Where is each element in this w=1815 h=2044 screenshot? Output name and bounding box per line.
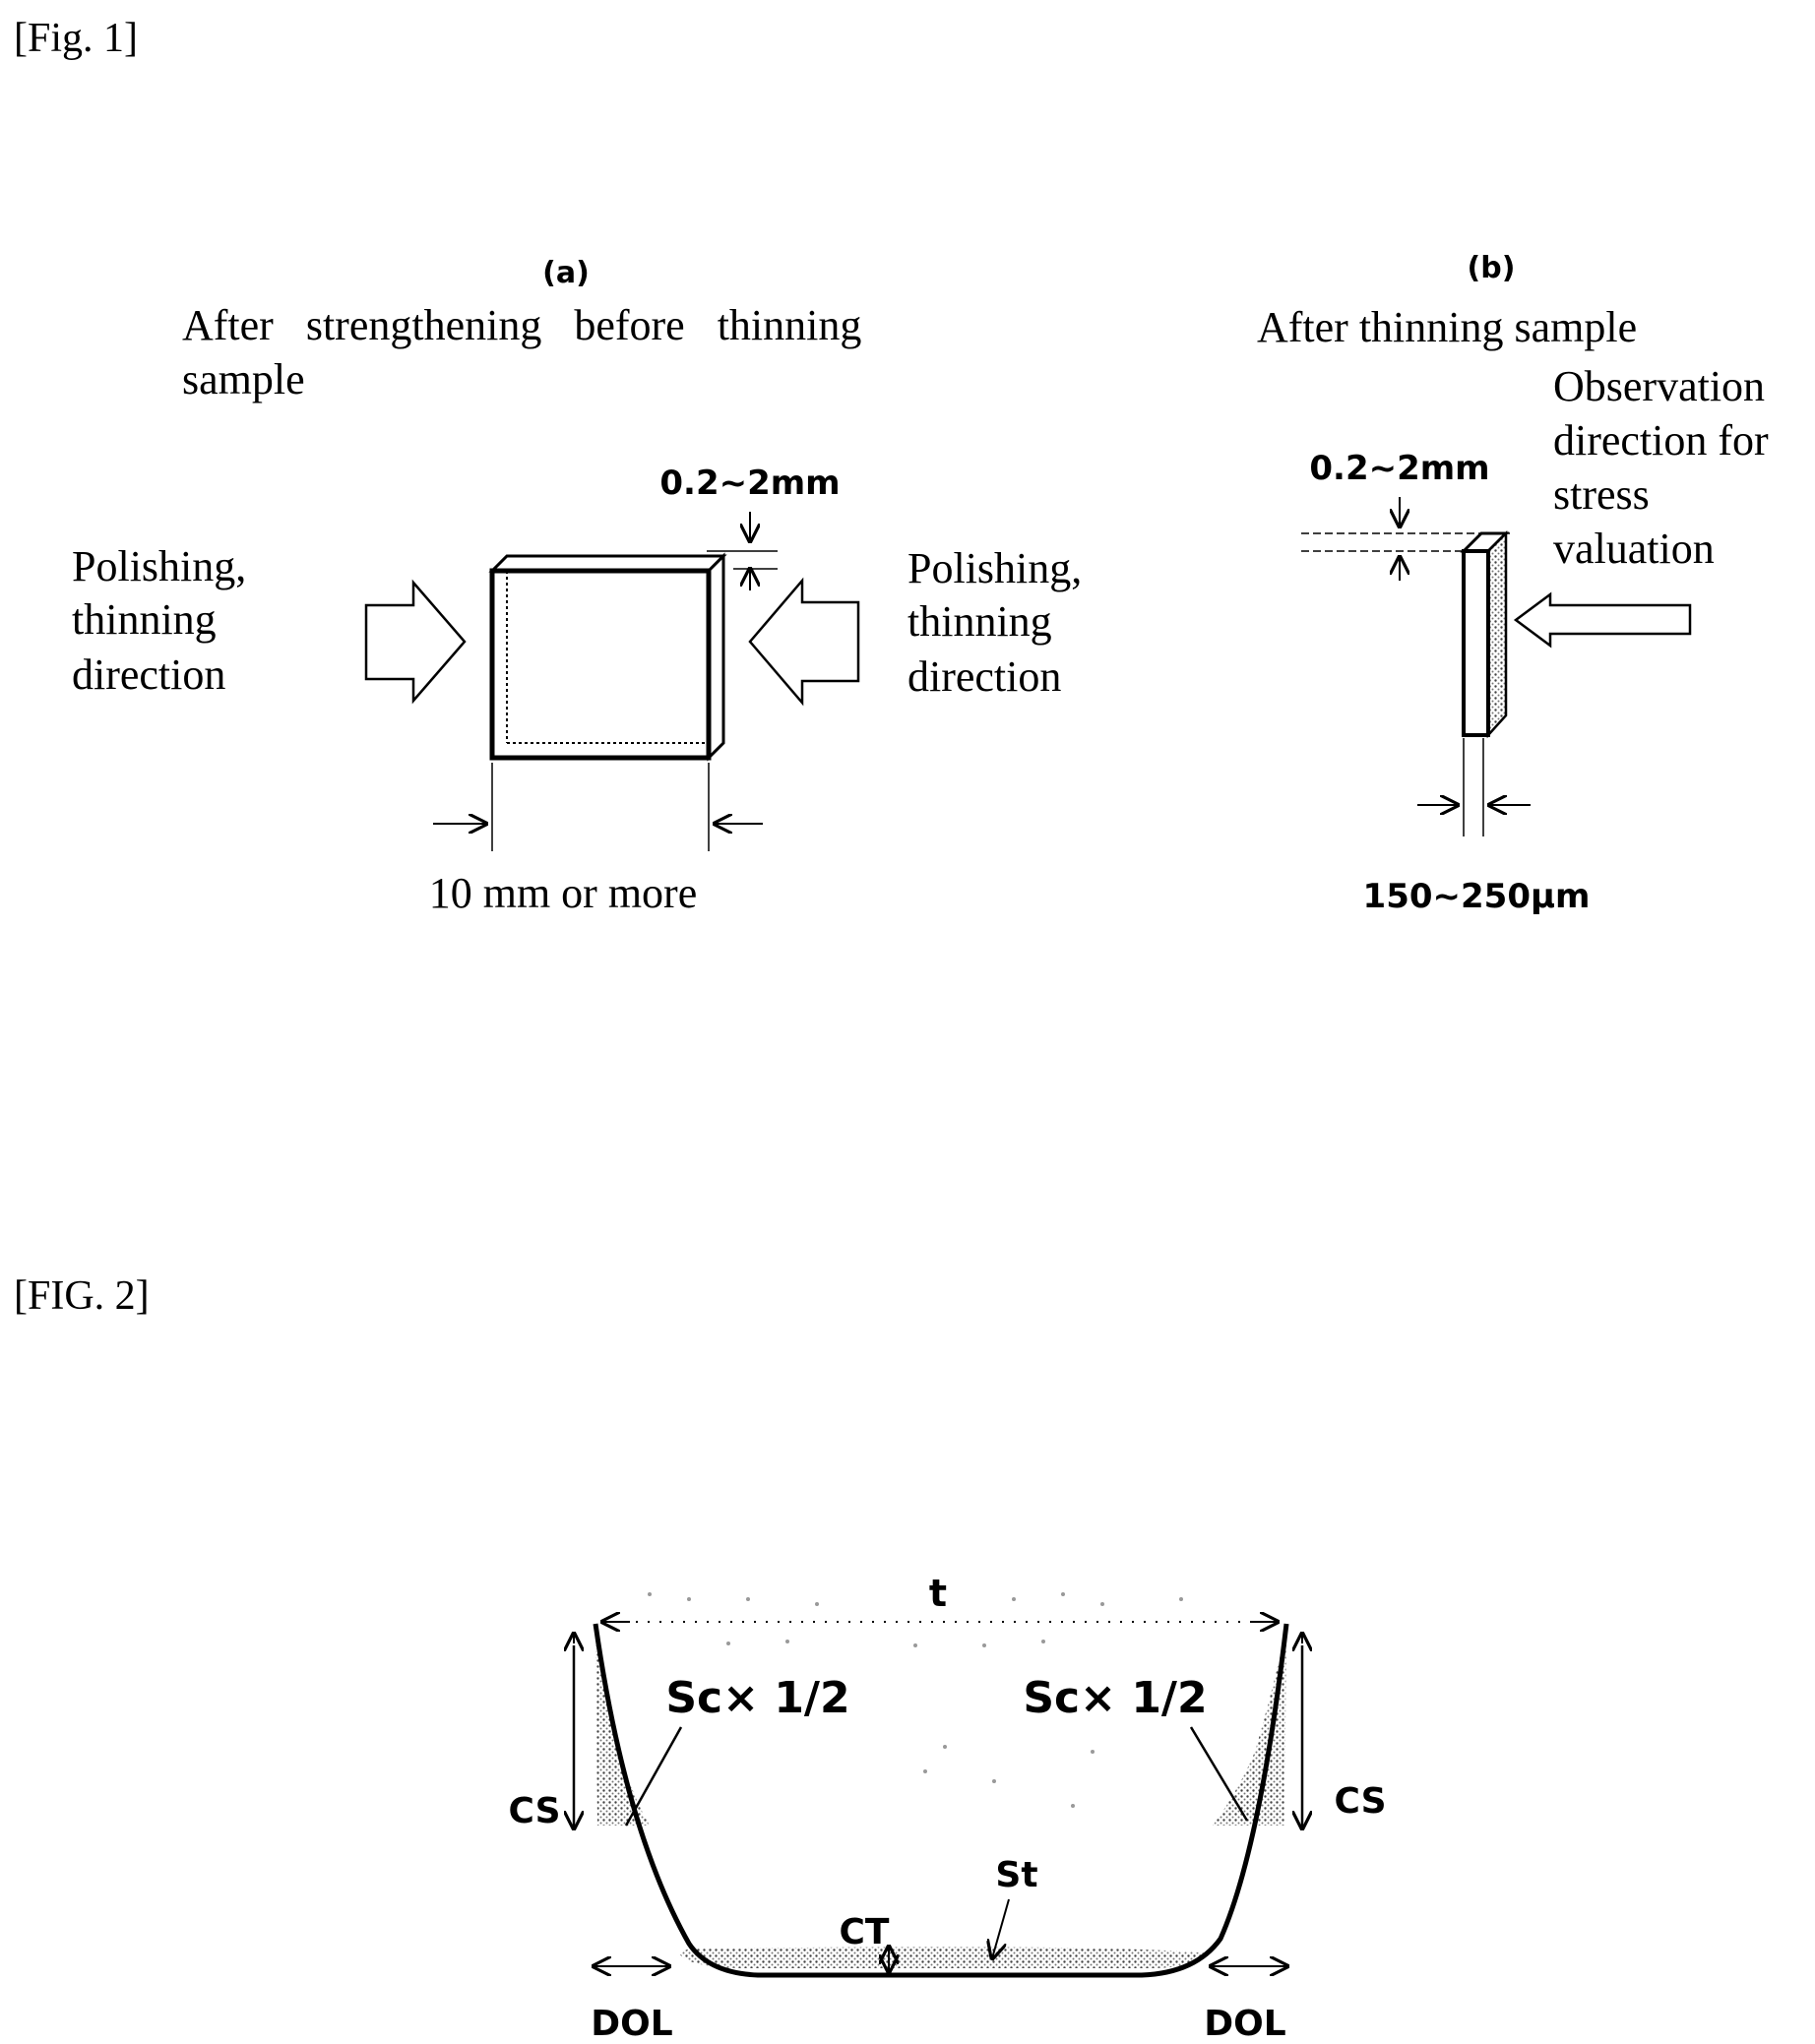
panel-a-width-label: 10 mm or more <box>429 869 698 917</box>
st-label: St <box>995 1855 1037 1895</box>
left-arrow-label: Polishing, thinning direction <box>72 542 246 699</box>
cs-left-label: CS <box>508 1791 560 1831</box>
svg-text:thinning: thinning <box>72 595 217 644</box>
t-label: t <box>929 1572 947 1615</box>
svg-text:thinning: thinning <box>908 597 1052 646</box>
svg-text:Polishing,: Polishing, <box>908 544 1082 592</box>
panel-b-thickness-label: 0.2~2mm <box>1309 449 1489 488</box>
panel-a-title-line1: After strengthening before thinning <box>182 301 861 349</box>
tensile-region <box>679 1947 1211 1968</box>
panel-a-tag: (a) <box>542 256 590 290</box>
panel-b-width-label: 150~250μm <box>1363 877 1591 916</box>
observation-label: Observation direction for stress valuati… <box>1553 362 1769 573</box>
svg-text:direction: direction <box>908 652 1061 701</box>
svg-text:valuation: valuation <box>1553 525 1715 573</box>
svg-text:Observation: Observation <box>1553 362 1765 410</box>
sc-right-label: Sc× 1/2 <box>1023 1673 1207 1723</box>
thin-sample <box>1464 533 1506 735</box>
sc-left-label: Sc× 1/2 <box>665 1673 849 1723</box>
sc-left-leader <box>626 1727 681 1826</box>
glass-plate-sample <box>492 556 723 758</box>
panel-a: (a) After strengthening before thinning … <box>72 256 1082 917</box>
panel-a-title-line2: sample <box>182 355 305 403</box>
svg-text:direction: direction <box>72 650 225 699</box>
stress-profile-diagram: t CS CS Sc× 1/2 Sc× 1/2 St CT <box>508 1572 1386 2044</box>
ct-label: CT <box>840 1912 890 1952</box>
svg-text:direction for: direction for <box>1553 416 1769 465</box>
panel-b-tag: (b) <box>1468 251 1516 285</box>
dol-right-label: DOL <box>1204 2004 1285 2044</box>
right-arrow-label: Polishing, thinning direction <box>908 544 1082 701</box>
panel-b-title: After thinning sample <box>1257 303 1637 351</box>
panel-a-thickness-label: 0.2~2mm <box>659 464 840 503</box>
fig1-label: [Fig. 1] <box>14 16 138 61</box>
observation-arrow-icon <box>1516 594 1690 646</box>
right-polishing-arrow-icon <box>750 581 858 703</box>
fig2-label: [FIG. 2] <box>14 1273 150 1319</box>
compressive-region-right <box>1213 1629 1286 1826</box>
dol-left-label: DOL <box>591 2004 672 2044</box>
sc-right-leader <box>1191 1727 1247 1821</box>
cs-right-label: CS <box>1334 1781 1386 1822</box>
svg-text:Polishing,: Polishing, <box>72 542 246 590</box>
left-polishing-arrow-icon <box>366 583 465 701</box>
panel-b: (b) After thinning sample Observation di… <box>1257 251 1769 916</box>
svg-text:stress: stress <box>1553 470 1650 519</box>
